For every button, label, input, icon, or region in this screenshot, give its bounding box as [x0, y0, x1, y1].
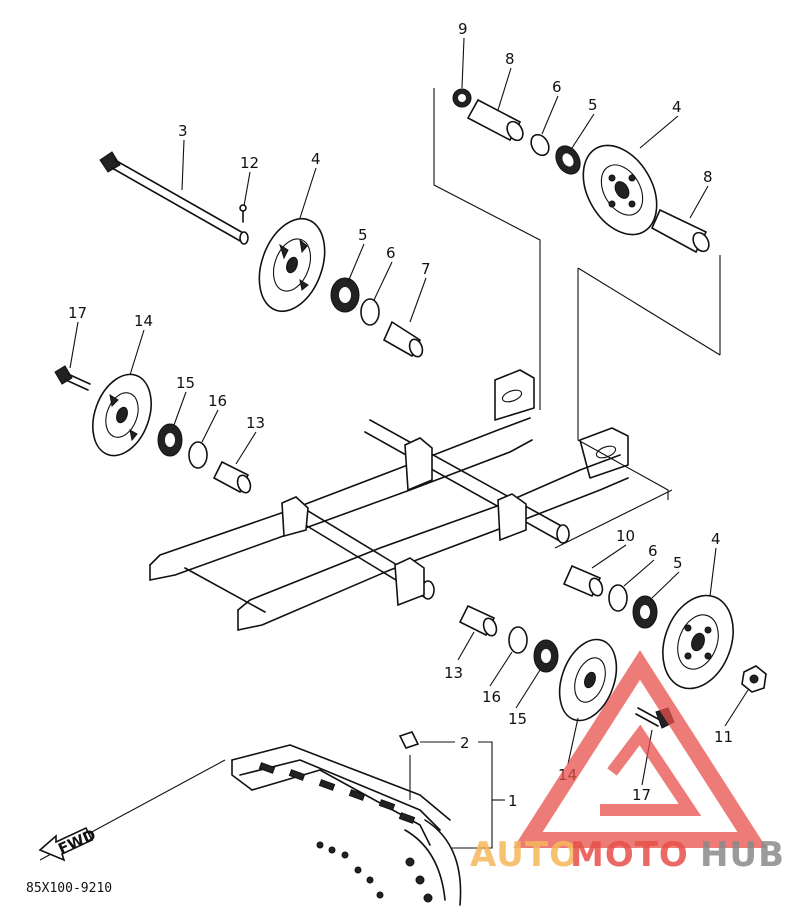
circlip-16-lower	[508, 626, 528, 654]
callout-2: 2	[460, 734, 470, 752]
shaft-bolt-3	[99, 151, 249, 245]
middle-left-wheel-group	[54, 365, 252, 494]
callout-15: 15	[508, 710, 527, 728]
watermark-hub: HUB	[700, 835, 785, 875]
collar-8-upper	[466, 98, 524, 142]
cotter-pin-12	[239, 204, 247, 223]
callout-16: 16	[482, 688, 501, 706]
callout-8: 8	[505, 50, 515, 68]
callout-17: 17	[632, 786, 651, 804]
collar-10	[562, 564, 604, 598]
callout-6: 6	[648, 542, 658, 560]
fwd-label: FWD	[55, 826, 98, 858]
circlip-6-front	[360, 298, 380, 326]
collar-7	[382, 320, 424, 358]
bearing-5-front	[330, 277, 360, 313]
clip-2	[398, 731, 420, 749]
callout-13: 13	[444, 664, 463, 682]
callout-9: 9	[458, 20, 468, 38]
callout-6: 6	[552, 78, 562, 96]
circlip-6-lower	[608, 584, 628, 612]
wheel-14-lower	[558, 638, 618, 722]
callout-3: 3	[178, 122, 188, 140]
wheel-14-left	[92, 373, 152, 457]
callout-12: 12	[240, 154, 259, 172]
watermark-text: AUTO MOTO HUB	[470, 835, 785, 875]
callout-4: 4	[311, 150, 321, 168]
collar-13-left	[212, 460, 252, 494]
callout-13: 13	[246, 414, 265, 432]
callout-8: 8	[703, 168, 713, 186]
collar-13-lower	[458, 604, 498, 637]
wheel-4-lower	[662, 594, 734, 690]
wheel-4-upper	[582, 144, 658, 236]
callout-14: 14	[134, 312, 153, 330]
bearing-5-lower	[632, 595, 658, 629]
callout-17: 17	[68, 304, 87, 322]
callout-4: 4	[711, 530, 721, 548]
callout-7: 7	[421, 260, 431, 278]
circlip-16-left	[188, 441, 208, 469]
callout-5: 5	[588, 96, 598, 114]
callout-5: 5	[358, 226, 368, 244]
callout-1: 1	[508, 792, 518, 810]
bearing-15-left	[157, 423, 183, 457]
bearing-5-upper	[555, 145, 581, 175]
circlip-6-upper	[530, 133, 550, 157]
callout-5: 5	[673, 554, 683, 572]
callout-6: 6	[386, 244, 396, 262]
callout-16: 16	[208, 392, 227, 410]
callout-4: 4	[672, 98, 682, 116]
upper-rear-wheel-group	[452, 88, 710, 254]
callout-numbers: 9 8 6 5 4 8 3 12 4 5 6 7 17 14 15 16 13 …	[68, 20, 733, 810]
bearing-15-lower	[533, 639, 559, 673]
callout-leaders	[69, 37, 749, 786]
watermark-moto: MOTO	[570, 835, 689, 875]
nut-11	[741, 665, 767, 693]
watermark-logo	[513, 650, 767, 848]
callout-10: 10	[616, 527, 635, 545]
callout-15: 15	[176, 374, 195, 392]
figure-code: 85X100-9210	[26, 881, 112, 896]
upper-front-wheel-group	[99, 151, 424, 358]
collar-8-lower	[650, 208, 710, 254]
track-assembly	[231, 731, 505, 906]
watermark-auto: AUTO	[470, 835, 579, 875]
wheel-4-front	[258, 217, 326, 313]
lower-right-wheel-group	[458, 564, 767, 729]
swing-arm-frame	[149, 369, 629, 631]
bolt-17-left	[54, 365, 91, 391]
callout-11: 11	[714, 728, 733, 746]
